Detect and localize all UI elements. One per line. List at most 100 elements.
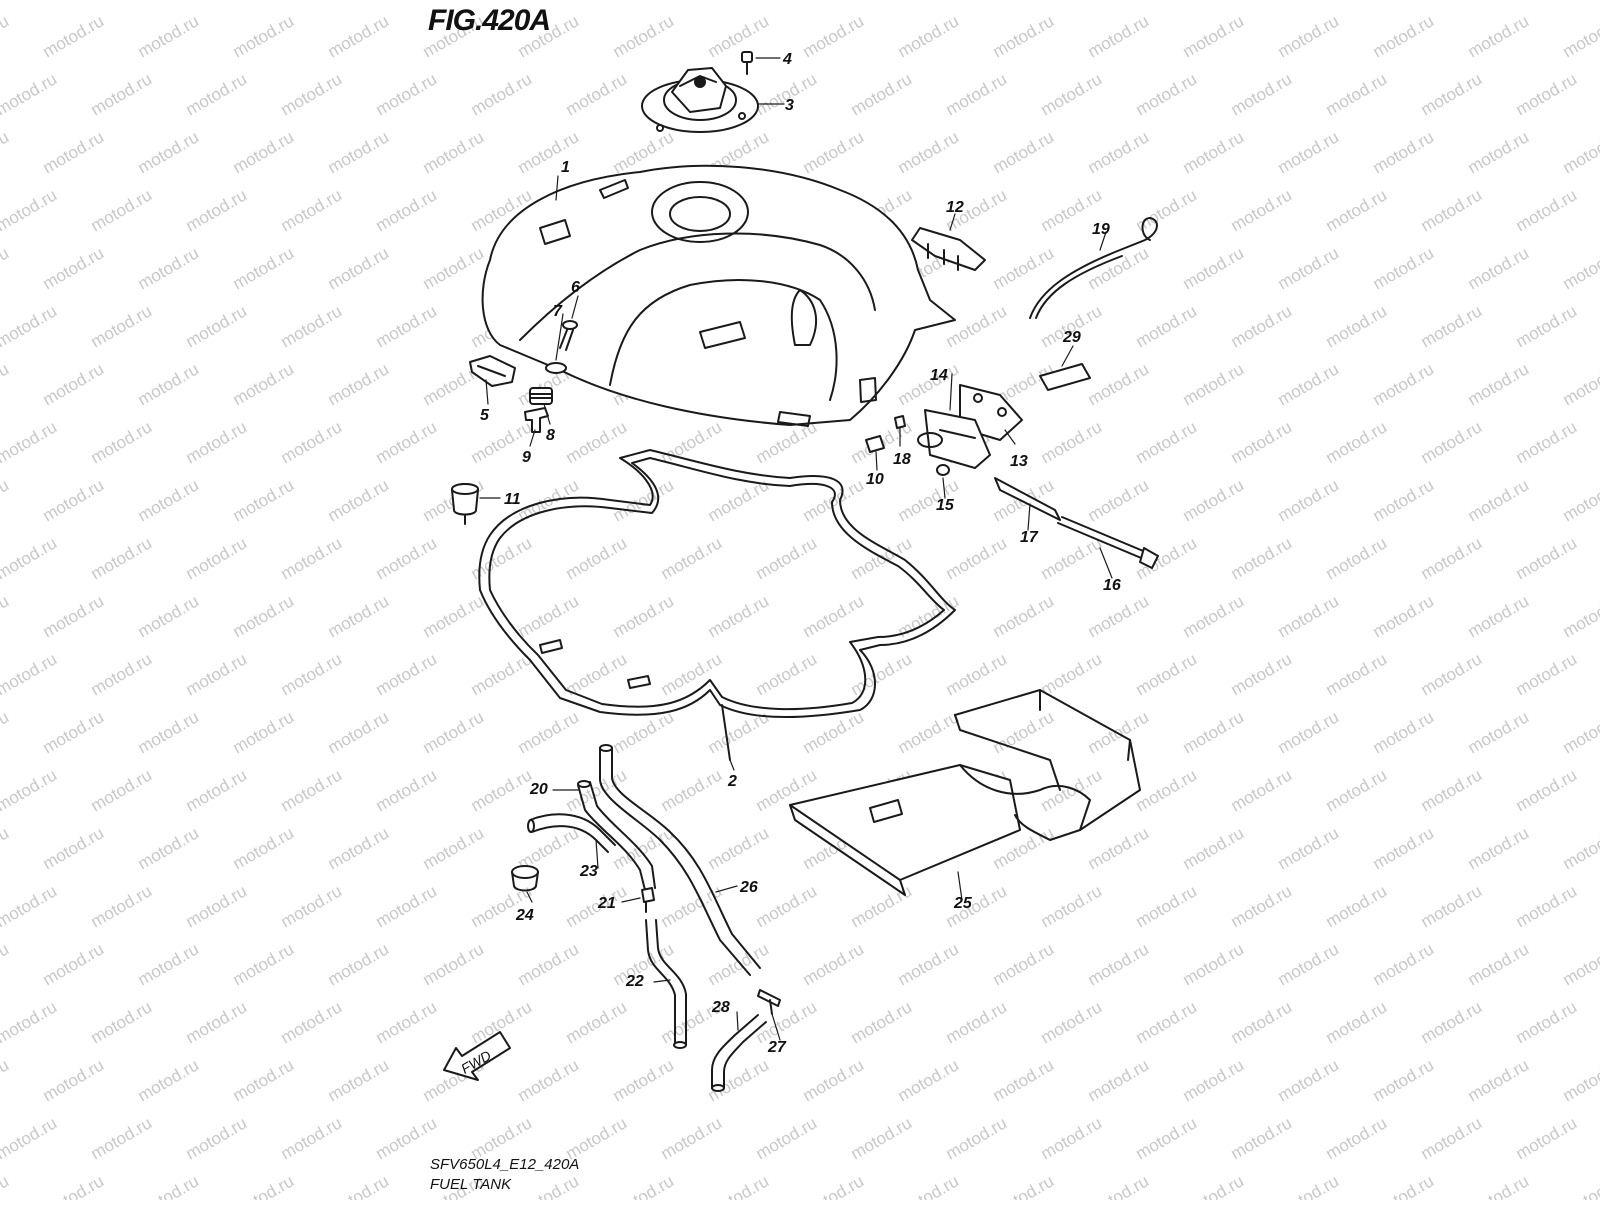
watermark-text: motod.ru (1465, 939, 1533, 989)
callout-8[interactable]: 8 (546, 427, 555, 444)
watermark-text: motod.ru (895, 939, 963, 989)
callout-21[interactable]: 21 (597, 895, 616, 912)
watermark-text: motod.ru (943, 649, 1011, 699)
watermark-text: motod.ru (1465, 475, 1533, 525)
watermark-text: motod.ru (563, 0, 631, 3)
watermark-text: motod.ru (1180, 243, 1248, 293)
callout-28[interactable]: 28 (711, 999, 730, 1016)
watermark-text: motod.ru (1133, 765, 1201, 815)
watermark-text: motod.ru (1180, 591, 1248, 641)
callout-13[interactable]: 13 (1010, 453, 1028, 470)
joint-21-part[interactable] (642, 888, 654, 912)
watermark-text: motod.ru (183, 69, 251, 119)
watermark-text: motod.ru (135, 1055, 203, 1105)
watermark-text: motod.ru (0, 243, 12, 293)
watermark-text: motod.ru (40, 359, 108, 409)
watermark-text: motod.ru (1513, 185, 1581, 235)
washer-6-part[interactable] (546, 363, 566, 373)
watermark-text: motod.ru (40, 475, 108, 525)
callout-5[interactable]: 5 (480, 407, 490, 424)
collar-15-part[interactable] (937, 465, 949, 475)
watermark-text: motod.ru (1038, 997, 1106, 1047)
watermark-text: motod.ru (0, 1055, 12, 1105)
callout-23[interactable]: 23 (579, 863, 598, 880)
callout-2[interactable]: 2 (727, 773, 737, 790)
watermark-text: motod.ru (848, 69, 916, 119)
watermark-text: motod.ru (135, 475, 203, 525)
watermark-text: motod.ru (1133, 69, 1201, 119)
callout-22[interactable]: 22 (625, 973, 644, 990)
cap-bolt-part[interactable] (742, 52, 752, 74)
watermark-text: motod.ru (658, 533, 726, 583)
watermark-text: motod.ru (515, 127, 583, 177)
callout-1[interactable]: 1 (561, 159, 570, 176)
watermark-text: motod.ru (325, 359, 393, 409)
watermark-text: motod.ru (1228, 417, 1296, 467)
watermark-text: motod.ru (183, 1113, 251, 1163)
watermark-text: motod.ru (1465, 11, 1533, 61)
callout-10[interactable]: 10 (866, 471, 884, 488)
watermark-text: motod.ru (848, 881, 916, 931)
callout-7[interactable]: 7 (553, 303, 563, 320)
callout-12[interactable]: 12 (946, 199, 964, 216)
watermark-text: motod.ru (325, 475, 393, 525)
callout-27[interactable]: 27 (767, 1039, 787, 1056)
watermark-text: motod.ru (230, 1171, 298, 1200)
watermark-text: motod.ru (1275, 127, 1343, 177)
callout-6[interactable]: 6 (571, 279, 580, 296)
callout-20[interactable]: 20 (529, 781, 548, 798)
callout-3[interactable]: 3 (785, 97, 794, 114)
callout-24[interactable]: 24 (515, 907, 534, 924)
callout-19[interactable]: 19 (1092, 221, 1110, 238)
watermark-text: motod.ru (1275, 1055, 1343, 1105)
nut-18-part[interactable] (895, 416, 905, 428)
watermark-text: motod.ru (88, 765, 156, 815)
callout-18[interactable]: 18 (893, 451, 911, 468)
cushion-8-part[interactable] (530, 388, 552, 404)
damper-11-part[interactable] (452, 484, 478, 524)
watermark-text: motod.ru (183, 533, 251, 583)
watermark-text: motod.ru (1180, 359, 1248, 409)
watermark-text: motod.ru (1085, 939, 1153, 989)
watermark-text: motod.ru (610, 1171, 678, 1200)
watermark-text: motod.ru (183, 301, 251, 351)
watermark-text: motod.ru (1323, 765, 1391, 815)
callout-25[interactable]: 25 (953, 895, 973, 912)
callout-9[interactable]: 9 (522, 449, 531, 466)
callout-4[interactable]: 4 (782, 51, 792, 68)
watermark-text: motod.ru (1513, 301, 1581, 351)
callout-15[interactable]: 15 (936, 497, 955, 514)
callout-17[interactable]: 17 (1020, 529, 1039, 546)
watermark-text: motod.ru (1370, 243, 1438, 293)
watermark-text: motod.ru (1323, 649, 1391, 699)
callout-16[interactable]: 16 (1103, 577, 1121, 594)
callout-26[interactable]: 26 (739, 879, 758, 896)
watermark-text: motod.ru (1465, 243, 1533, 293)
callout-29[interactable]: 29 (1062, 329, 1081, 346)
callout-11[interactable]: 11 (504, 491, 521, 508)
watermark-text: motod.ru (848, 1113, 916, 1163)
fuel-cap-part[interactable] (642, 68, 758, 132)
watermark-text: motod.ru (800, 11, 868, 61)
watermark-text: motod.ru (705, 591, 773, 641)
callout-14[interactable]: 14 (930, 367, 948, 384)
watermark-text: motod.ru (0, 649, 60, 699)
watermark-text: motod.ru (1513, 765, 1581, 815)
watermark-text: motod.ru (1275, 939, 1343, 989)
t-joint-27-part[interactable] (758, 990, 780, 1014)
watermark-text: motod.ru (848, 0, 916, 3)
watermark-text: motod.ru (325, 11, 393, 61)
watermark-text: motod.ru (468, 533, 536, 583)
watermark-text: motod.ru (183, 185, 251, 235)
watermark-text: motod.ru (515, 1055, 583, 1105)
watermark-text: motod.ru (325, 939, 393, 989)
watermark-text: motod.ru (420, 127, 488, 177)
watermark-text: motod.ru (1038, 0, 1106, 3)
watermark-text: motod.ru (0, 881, 60, 931)
watermark-text: motod.ru (278, 649, 346, 699)
watermark-text: motod.ru (40, 127, 108, 177)
watermark-text: motod.ru (468, 649, 536, 699)
pad-10-part[interactable] (866, 436, 884, 452)
watermark-text: motod.ru (1370, 591, 1438, 641)
watermark-text: motod.ru (183, 417, 251, 467)
